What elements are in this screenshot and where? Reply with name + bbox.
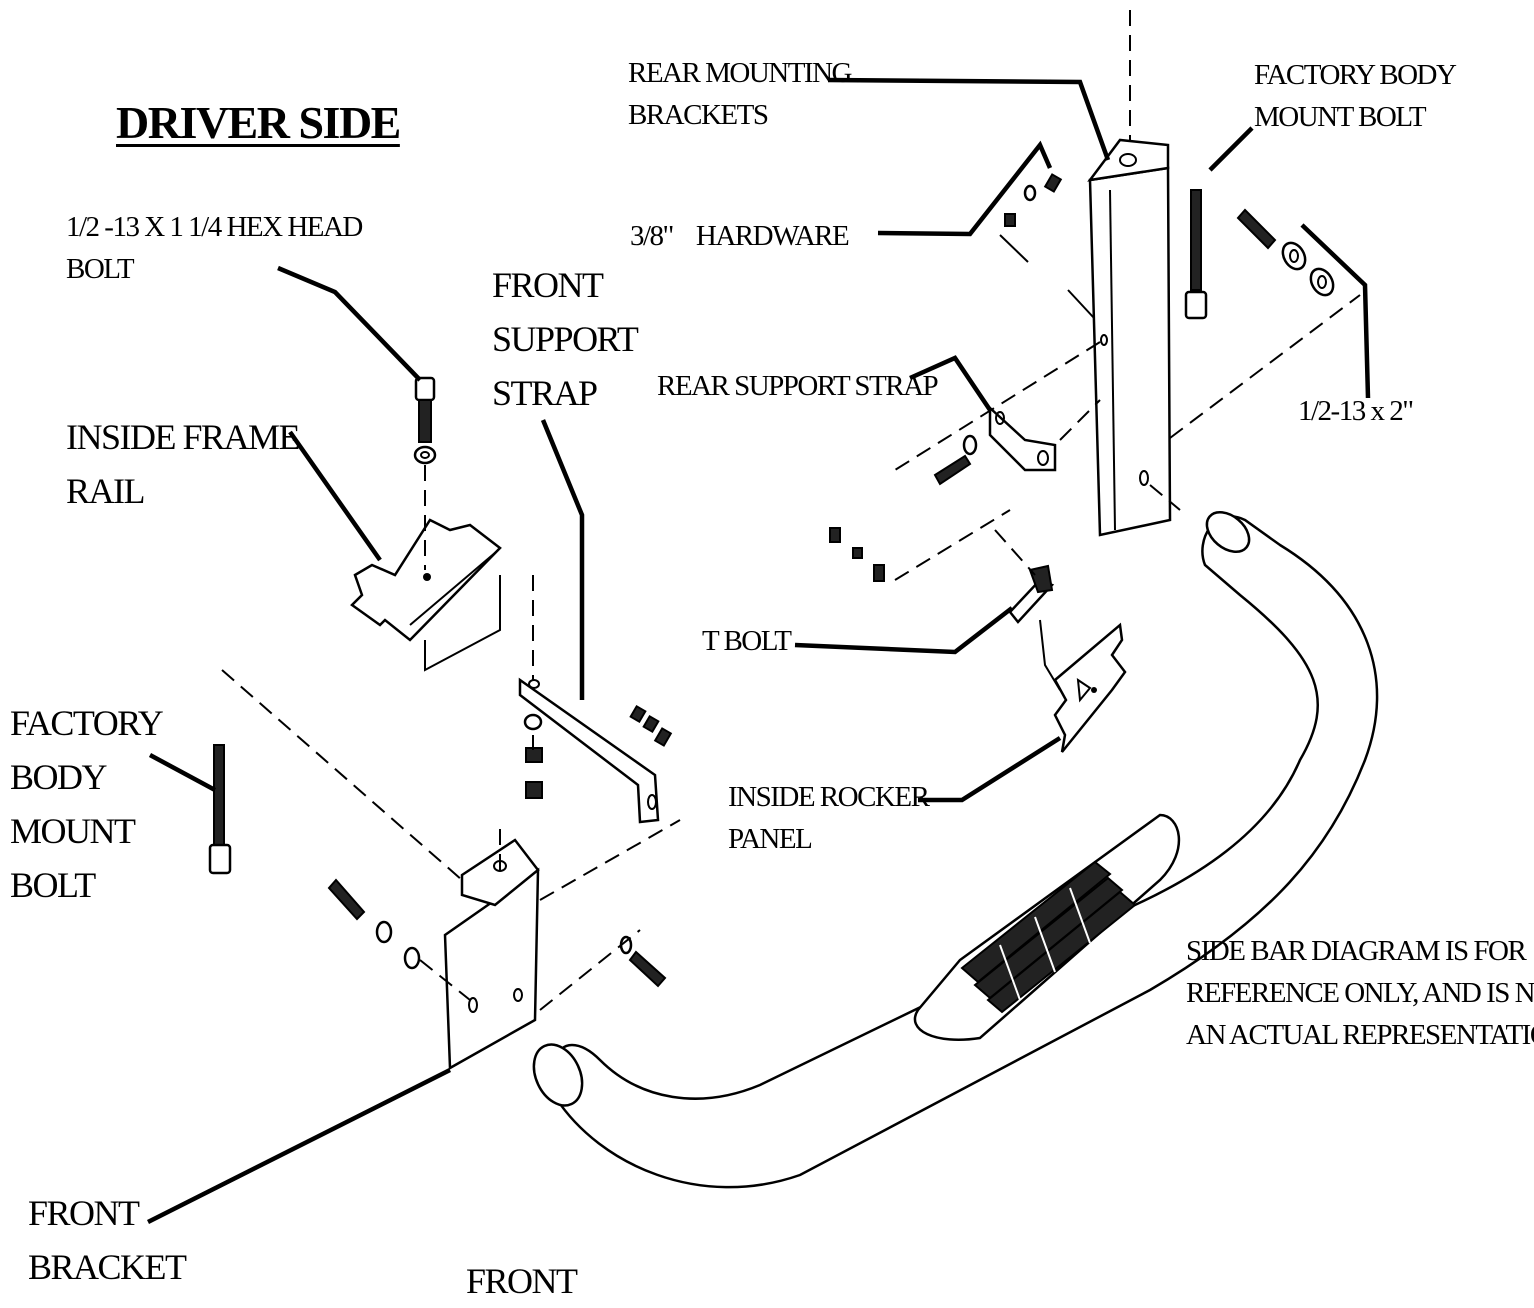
step-pad-icon [913, 813, 1180, 1041]
label-factory-body-mount-bolt-top: FACTORY BODY MOUNT BOLT [1254, 59, 1457, 133]
label-inside-rocker-panel: INSIDE ROCKER PANEL [728, 781, 930, 855]
label-front: FRONT [466, 1261, 578, 1301]
leader-lines [146, 77, 1371, 1225]
label-rear-mounting-brackets: REAR MOUNTING BRACKETS [628, 57, 852, 131]
front-support-strap-icon [518, 677, 660, 824]
label-rear-support-strap: REAR SUPPORT STRAP [657, 370, 939, 402]
label-front-bracket: FRONT BRACKET [28, 1193, 187, 1287]
label-disclaimer: SIDE BAR DIAGRAM IS FOR REFERENCE ONLY, … [1186, 935, 1534, 1051]
label-bolt-1-2-13x2: 1/2-13 x 2" [1298, 395, 1414, 427]
label-t-bolt: T BOLT [702, 625, 792, 657]
guide-lines [424, 234, 1095, 691]
label-inside-frame-rail: INSIDE FRAME RAIL [66, 417, 301, 511]
washer-icon [1281, 241, 1335, 297]
inside-rocker-panel-icon [1053, 622, 1127, 753]
label-factory-body-mount-bolt-left: FACTORY BODY MOUNT BOLT [10, 703, 164, 905]
hex-head-bolt-icon [413, 376, 437, 465]
inside-frame-rail-icon [350, 518, 502, 642]
diagram-title: DRIVER SIDE [116, 97, 401, 148]
label-front-support-strap: FRONT SUPPORT STRAP [492, 265, 639, 413]
label-3-8-hardware: 3/8" HARDWARE [630, 220, 850, 252]
factory-body-mount-bolt-icon [208, 189, 1208, 875]
side-bar-tube-icon [532, 511, 1379, 1189]
rear-mounting-bracket-icon [1087, 138, 1172, 537]
label-hex-head-bolt: 1/2 -13 X 1 1/4 HEX HEAD BOLT [66, 211, 363, 285]
t-bolt-icon [1008, 564, 1055, 624]
front-bracket-icon [443, 838, 540, 1071]
hardware-nut-icon [327, 173, 1277, 988]
rear-support-strap-icon [988, 405, 1057, 472]
assembly-lines [221, 10, 1361, 1011]
